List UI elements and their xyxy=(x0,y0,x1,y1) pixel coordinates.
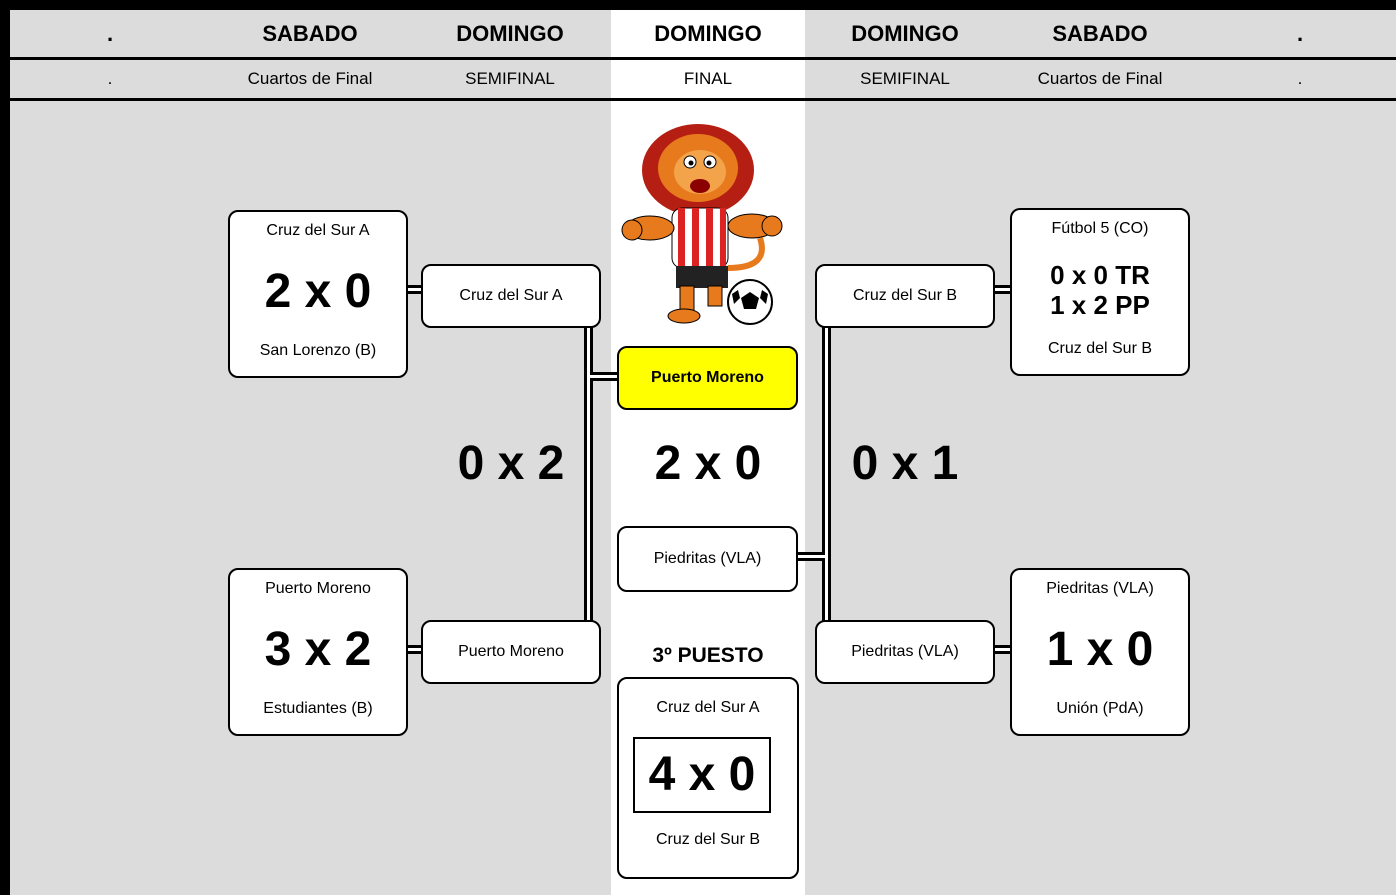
qf-left-bottom: Puerto Moreno 3 x 2 Estudiantes (B) xyxy=(228,568,408,736)
final-score: 2 x 0 xyxy=(654,437,762,490)
stage-col-5: Cuartos de Final xyxy=(1037,69,1163,88)
stage-col-3: FINAL xyxy=(683,69,733,88)
semi-right-score: 0 x 1 xyxy=(851,437,959,490)
lion-mascot-icon xyxy=(620,118,796,328)
match-score-penalties: 1 x 2 PP xyxy=(1050,290,1150,320)
stage-col-4: SEMIFINAL xyxy=(860,69,950,88)
semi-right-slot-bottom: Piedritas (VLA) xyxy=(815,620,995,684)
qf-left-top: Cruz del Sur A 2 x 0 San Lorenzo (B) xyxy=(228,210,408,378)
match-score: 1 x 0 xyxy=(1046,623,1154,676)
match-score: 2 x 0 xyxy=(264,265,372,318)
team-name: Estudiantes (B) xyxy=(263,700,373,717)
team-name: Cruz del Sur A xyxy=(266,222,370,239)
team-name: Puerto Moreno xyxy=(265,580,371,597)
day-col-6: . xyxy=(1296,21,1304,46)
stage-col-1: Cuartos de Final xyxy=(247,69,373,88)
team-name: Piedritas (VLA) xyxy=(1046,580,1154,597)
semi-left-score: 0 x 2 xyxy=(457,437,565,490)
team-name: Cruz del Sur A xyxy=(656,699,760,716)
team-name: Cruz del Sur B xyxy=(1047,340,1153,357)
team-name: San Lorenzo (B) xyxy=(259,342,377,359)
connector-gap xyxy=(798,555,828,558)
day-col-1: SABADO xyxy=(262,21,358,46)
frame-top xyxy=(0,0,1396,10)
connector-gap xyxy=(992,288,1012,291)
team-name: Cruz del Sur B xyxy=(655,831,761,848)
third-place-title: 3º PUESTO xyxy=(652,644,764,667)
match-score: 4 x 0 xyxy=(633,737,771,813)
frame-left xyxy=(0,0,10,895)
match-score-regular: 0 x 0 TR xyxy=(1050,260,1150,290)
semi-right-slot-top: Cruz del Sur B xyxy=(815,264,995,328)
team-name: Unión (PdA) xyxy=(1056,700,1144,717)
day-col-2: DOMINGO xyxy=(456,21,564,46)
match-score: 3 x 2 xyxy=(264,623,372,676)
team-name: Fútbol 5 (CO) xyxy=(1051,220,1149,237)
stage-col-0: . xyxy=(107,69,113,88)
connector-gap xyxy=(825,268,828,625)
day-col-3: DOMINGO xyxy=(654,21,762,46)
day-col-5: SABADO xyxy=(1052,21,1148,46)
qf-right-top: Fútbol 5 (CO) 0 x 0 TR 1 x 2 PP Cruz del… xyxy=(1010,208,1190,376)
day-col-0: . xyxy=(106,21,114,46)
connector-gap xyxy=(992,648,1012,651)
final-stage-cell xyxy=(611,60,805,98)
stage-col-2: SEMIFINAL xyxy=(465,69,555,88)
qf-right-bottom: Piedritas (VLA) 1 x 0 Unión (PdA) xyxy=(1010,568,1190,736)
semi-left-slot-bottom: Puerto Moreno xyxy=(421,620,601,684)
semi-left-slot-top: Cruz del Sur A xyxy=(421,264,601,328)
final-winner-slot: Puerto Moreno xyxy=(617,346,798,410)
final-header-cell xyxy=(611,10,805,57)
day-col-4: DOMINGO xyxy=(851,21,959,46)
stage-col-6: . xyxy=(1297,69,1303,88)
third-place-box: Cruz del Sur A 4 x 0 Cruz del Sur B xyxy=(617,677,799,879)
connector-gap xyxy=(407,288,421,291)
final-runnerup-slot: Piedritas (VLA) xyxy=(617,526,798,592)
connector-gap xyxy=(590,375,618,378)
connector-gap xyxy=(407,648,421,651)
connector-gap xyxy=(587,327,590,627)
